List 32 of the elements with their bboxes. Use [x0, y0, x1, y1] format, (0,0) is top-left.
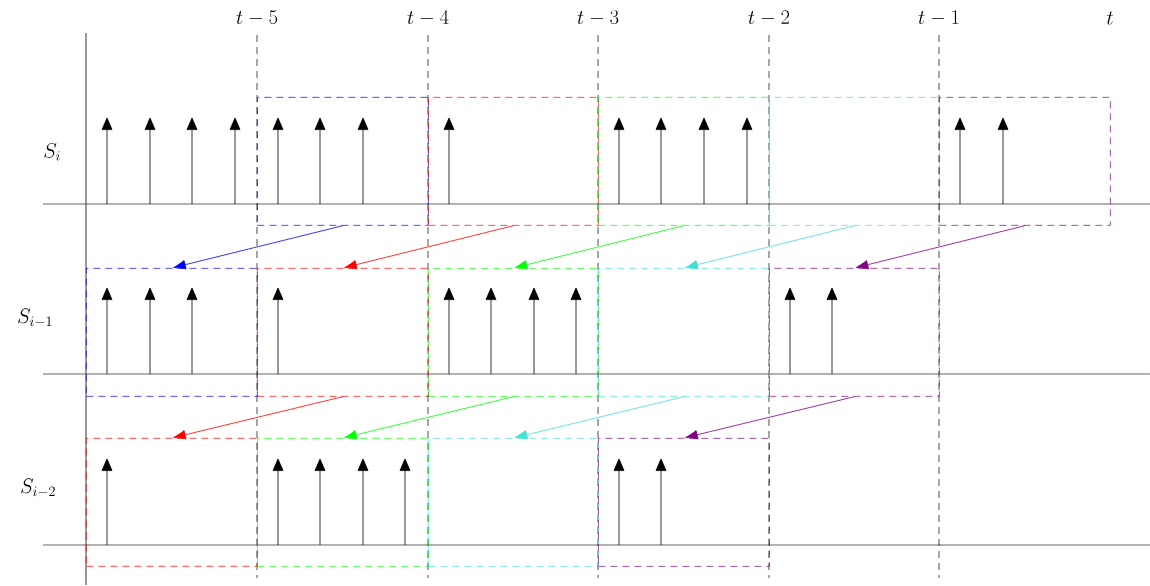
dashed-window-box [769, 268, 940, 397]
arrow [344, 225, 514, 270]
dashed-window-box [428, 438, 599, 567]
row-label: $S_{i-1}$ [18, 308, 52, 327]
arrow [855, 225, 1026, 270]
dashed-window-box [428, 268, 599, 397]
dashed-window-box [598, 268, 770, 397]
time-label: $t-1$ [918, 10, 959, 24]
time-label: $t-5$ [236, 10, 278, 25]
dashed-window-box [257, 97, 429, 226]
time-label: $t$ [1106, 11, 1113, 25]
arrow [173, 396, 344, 440]
row-label: $S_i$ [44, 142, 60, 161]
time-label: $t-3$ [577, 10, 619, 25]
dashed-window-box [769, 97, 940, 226]
arrow [514, 225, 685, 270]
dashed-window-box [939, 97, 1111, 226]
arrow [514, 396, 685, 440]
dashed-window-box [86, 268, 258, 397]
arrow [173, 225, 344, 270]
arrow [344, 396, 514, 440]
arrow [685, 225, 855, 270]
dashed-window-box [598, 438, 770, 567]
time-label: $t-4$ [407, 10, 449, 24]
dashed-window-box [428, 97, 599, 226]
dashed-window-box [86, 438, 258, 567]
row-label: $S_{i-2}$ [21, 478, 55, 497]
arrow [685, 396, 855, 440]
dashed-window-box [257, 268, 429, 397]
time-label: $t-2$ [748, 10, 790, 24]
dashed-window-box [257, 438, 429, 567]
dashed-window-box [598, 97, 770, 226]
